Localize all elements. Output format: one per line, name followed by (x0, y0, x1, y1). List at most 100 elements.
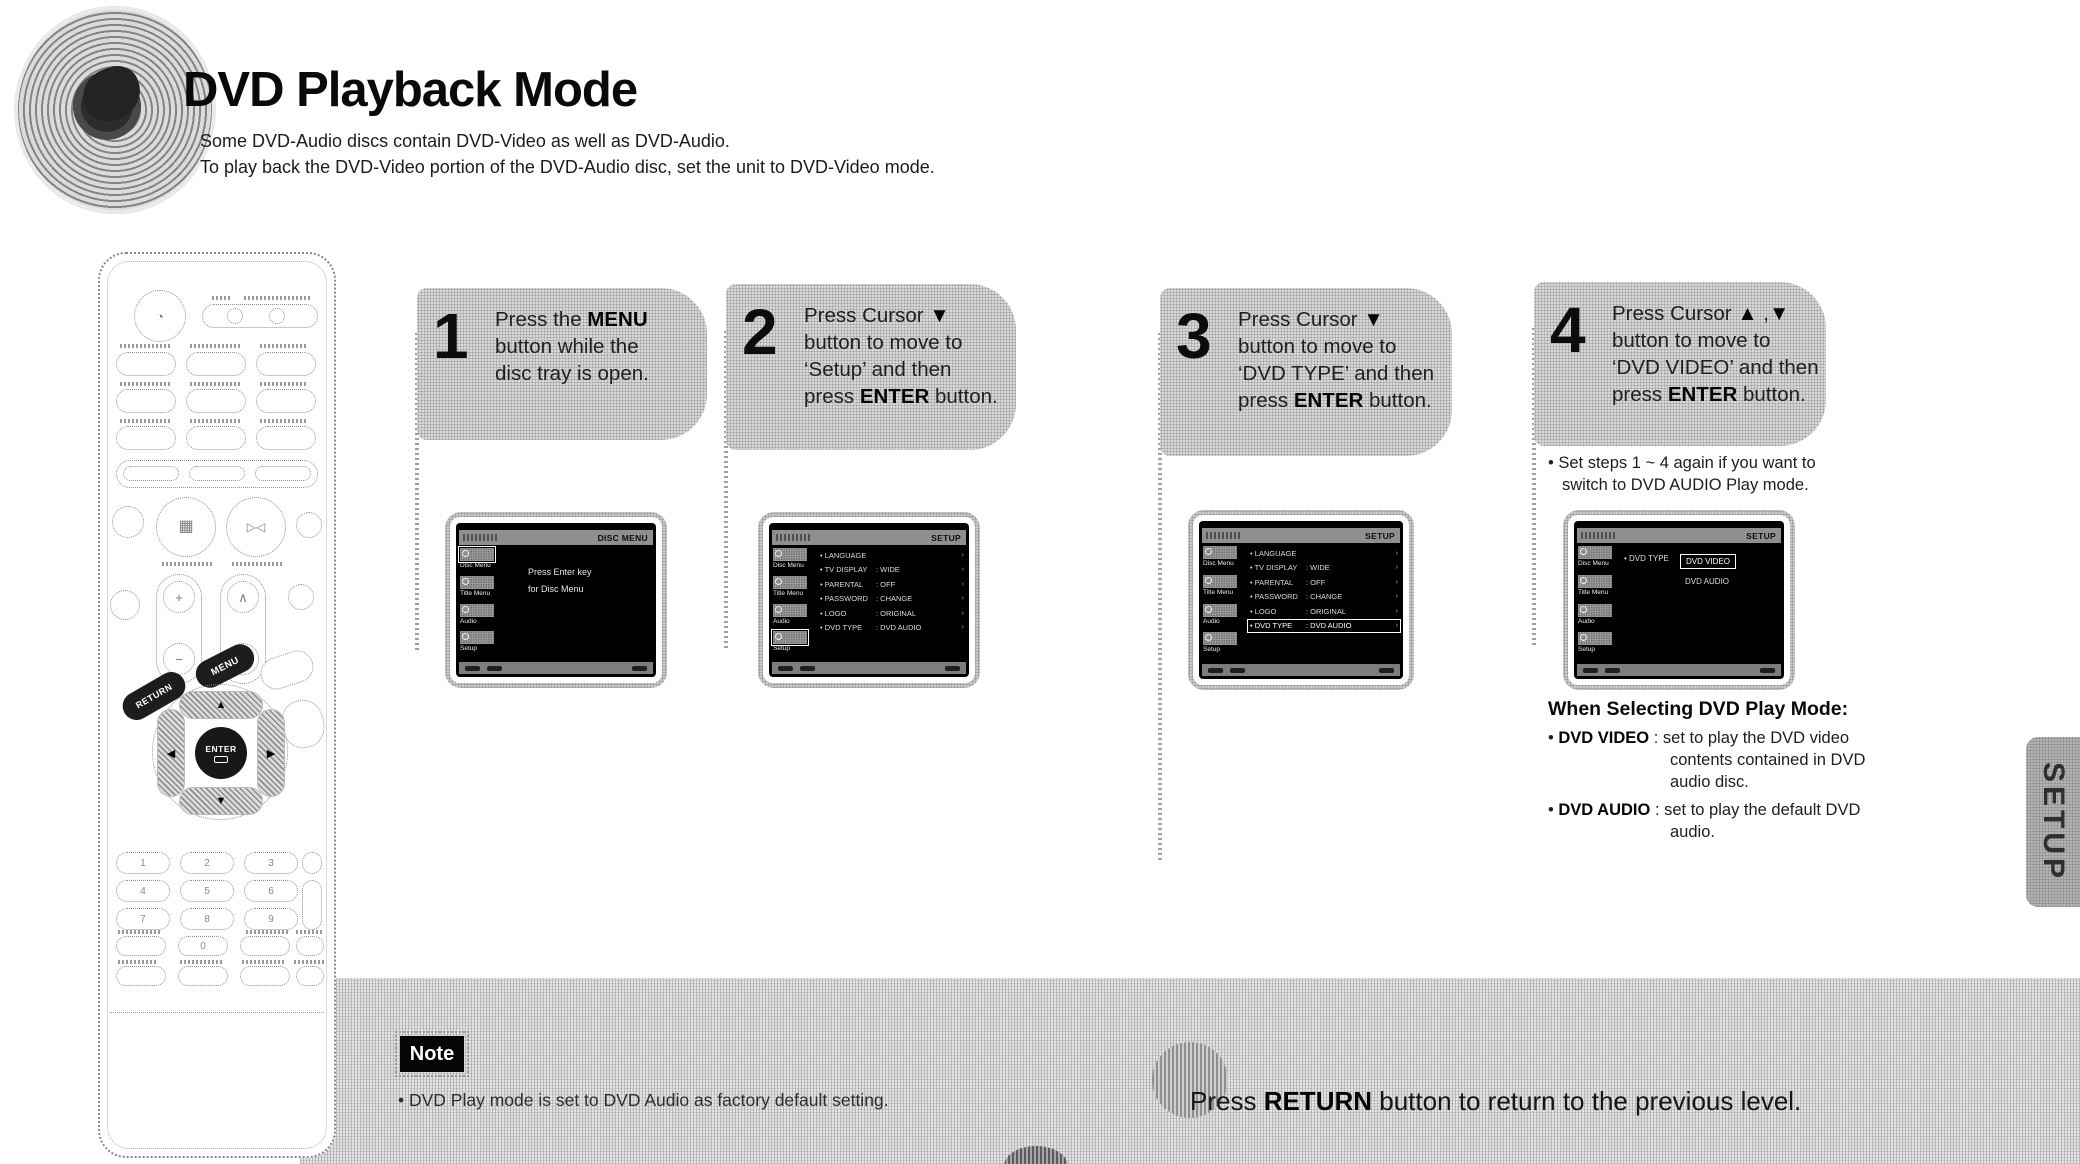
menu-row-password: PASSWORDCHANGE (1247, 590, 1401, 605)
wide-pill-segment (255, 466, 311, 481)
disc-logo-hole (75, 60, 148, 129)
dvd-mode-dot (269, 308, 285, 324)
keypad-6: 6 (244, 880, 298, 902)
setup-tab-label: SETUP (2037, 761, 2070, 883)
osd-message-line: Press Enter key (528, 567, 592, 577)
step-text: Press Cursor ▼ button to move to ‘DVD TY… (1238, 306, 1434, 414)
step-number: 3 (1176, 300, 1212, 372)
button-label-blur (296, 930, 324, 934)
when-selecting-block: When Selecting DVD Play Mode: • DVD VIDE… (1548, 698, 1878, 843)
tv-bezel: DISC MENU Disc Menu Title Menu Audio Set… (450, 517, 662, 683)
osd-menu-rows: LANGUAGE TV DISPLAYWIDE PARENTALOFF PASS… (814, 545, 969, 659)
power-glyph: ◔ (156, 308, 164, 324)
tv-screen-1: DISC MENU Disc Menu Title Menu Audio Set… (445, 512, 667, 688)
menu-row-tv-display: TV DISPLAYWIDE (817, 563, 967, 578)
tv-bezel: SETUP Disc Menu Title Menu Audio Setup D… (1568, 515, 1790, 685)
setup-section-tab: SETUP (2026, 737, 2080, 907)
sidebar-item-disc-menu: Disc Menu (458, 546, 499, 576)
wide-pill-button (116, 460, 318, 488)
step-number: 1 (433, 300, 469, 372)
step-line: ‘DVD TYPE’ and then (1238, 362, 1434, 385)
tv-mode-dot (227, 308, 243, 324)
keypad-9: 9 (244, 908, 298, 930)
remote-pill-button (186, 426, 246, 450)
button-label-blur (190, 419, 242, 423)
page-title: DVD Playback Mode (183, 63, 638, 117)
button-label-blur (242, 960, 286, 964)
button-label-blur (118, 960, 158, 964)
cursor-left-button: ◀ (157, 709, 185, 797)
keypad-side (302, 852, 322, 874)
osd-message: Press Enter key for Disc Menu (504, 548, 654, 598)
osd-header-label: SETUP (931, 532, 961, 543)
grid-glyph: ▦ (178, 518, 194, 535)
keypad-extra (296, 936, 324, 956)
volume-down-button: − (163, 643, 195, 675)
sidebar-item-audio: Audio (773, 603, 812, 632)
osd-footer-bar (772, 662, 966, 674)
button-label-blur (190, 382, 242, 386)
page-subtitle: Some DVD-Audio discs contain DVD-Video a… (200, 128, 935, 180)
osd-sidebar: Disc Menu Title Menu Audio Setup (769, 545, 814, 659)
enter-button-label: ENTER (205, 743, 237, 754)
keypad-extra (116, 966, 166, 986)
option-dvd-video-selected: DVD VIDEO (1680, 554, 1737, 569)
keypad-3: 3 (244, 852, 298, 874)
wide-pill-segment (189, 466, 245, 481)
keypad-0: 0 (178, 936, 228, 956)
osd-footer-bar (1202, 664, 1400, 676)
keypad-extra (240, 966, 290, 986)
step-line: press ENTER button. (804, 385, 998, 408)
step-line: Press Cursor ▼ (804, 304, 950, 327)
remote-pill-button (186, 389, 246, 413)
step-number: 4 (1550, 294, 1586, 366)
dvd-video-description: • DVD VIDEO : set to play the DVD video … (1548, 729, 1866, 791)
volume-capsule: + − (156, 574, 202, 684)
osd-header-label: SETUP (1365, 530, 1395, 541)
step-1: 1 Press the MENU button while the disc t… (417, 288, 707, 440)
remote-control-illustration: ◔ ▦ (98, 252, 336, 1158)
button-label-blur (246, 930, 290, 934)
tv-bezel: SETUP Disc Menu Title Menu Audio Setup L… (763, 517, 975, 683)
tv-bezel: SETUP Disc Menu Title Menu Audio Setup L… (1193, 515, 1409, 685)
sidebar-item-disc-menu: Disc Menu (1203, 546, 1242, 575)
remote-pill-button (116, 426, 176, 450)
tv-screen-4: SETUP Disc Menu Title Menu Audio Setup D… (1563, 510, 1795, 690)
bottom-center-blob (1004, 1146, 1068, 1164)
step-line: button to move to (1612, 329, 1771, 352)
option-dvd-audio: DVD AUDIO (1685, 577, 1730, 586)
osd-sidebar: Disc Menu Title Menu Audio Setup (456, 545, 501, 659)
osd-setup-menu: SETUP Disc Menu Title Menu Audio Setup L… (769, 523, 969, 677)
step-line: button to move to (1238, 335, 1397, 358)
button-label-blur (120, 344, 172, 348)
step4-note: • Set steps 1 ~ 4 again if you want to s… (1548, 454, 1816, 494)
dvd-audio-description: • DVD AUDIO : set to play the default DV… (1548, 801, 1861, 841)
keypad-5: 5 (180, 880, 234, 902)
step-line: button to move to (804, 331, 963, 354)
sidebar-item-audio: Audio (1203, 603, 1242, 633)
keypad-extra (296, 966, 324, 986)
keypad-extra (240, 936, 290, 956)
sidebar-item-title-menu: Title Menu (1578, 574, 1617, 604)
remote-pill-button (186, 352, 246, 376)
osd-header: DISC MENU (459, 530, 653, 545)
step-line: button while the (495, 335, 639, 358)
button-label-blur (120, 382, 172, 386)
osd-footer-bar (459, 662, 653, 674)
step-line: press ENTER button. (1238, 389, 1432, 412)
button-label-blur (232, 562, 282, 566)
footer-dot (1152, 1042, 1228, 1118)
step3-connector-line (1158, 332, 1162, 860)
keypad-2: 2 (180, 852, 234, 874)
menu-row-logo: LOGOORIGINAL (817, 606, 967, 621)
osd-dvd-type: SETUP Disc Menu Title Menu Audio Setup D… (1574, 521, 1784, 679)
sidebar-item-title-menu: Title Menu (1203, 574, 1242, 604)
osd-footer-bar (1577, 664, 1781, 676)
tuning-up-button: ∧ (227, 581, 259, 613)
osd-header: SETUP (1202, 528, 1400, 543)
dvd-type-row: DVD TYPE DVD VIDEO DVD AUDIO (1622, 546, 1782, 588)
sidebar-item-title-menu: Title Menu (460, 575, 499, 604)
osd-sidebar: Disc Menu Title Menu Audio Setup (1199, 543, 1244, 661)
